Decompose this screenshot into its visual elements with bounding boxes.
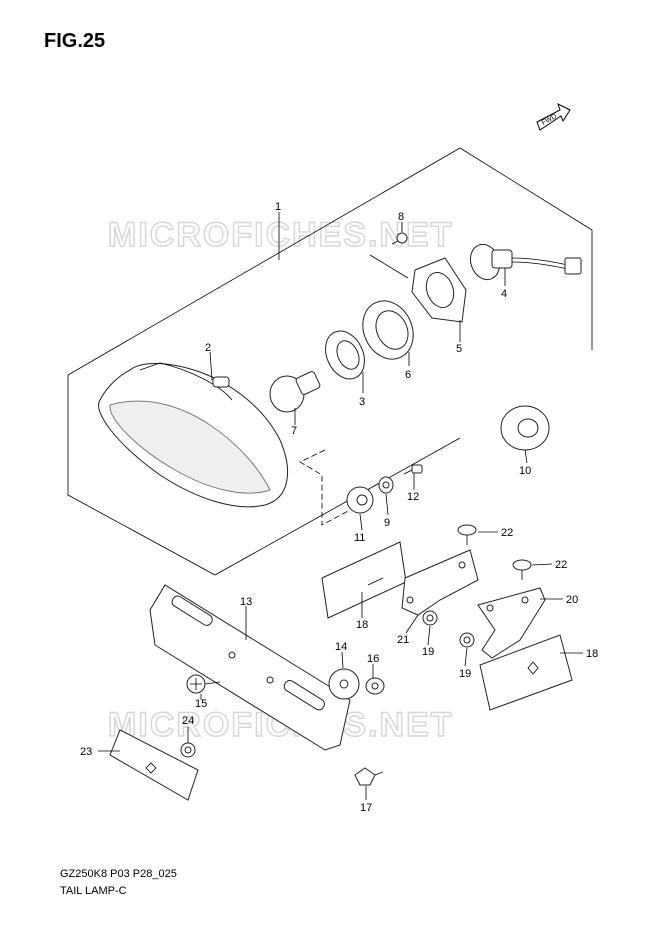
- tail-lamp-lens-icon: [98, 362, 289, 508]
- clip-icon: [354, 767, 384, 786]
- nut-19b-icon: [459, 632, 475, 648]
- grommet-14-icon: [328, 668, 360, 700]
- callout-20: 20: [566, 594, 578, 606]
- callout-7: 7: [291, 425, 297, 437]
- diagram-name: TAIL LAMP-C: [60, 885, 127, 897]
- diagram-code: GZ250K8 P03 P28_025: [60, 868, 177, 880]
- callout-21: 21: [397, 634, 409, 646]
- callout-18-right: 18: [586, 648, 598, 660]
- callout-labels: 1 2 3 4 5 6 7 8 9 10 11 12 13 14 15 16 1…: [80, 201, 598, 814]
- callout-22-top: 22: [501, 527, 513, 539]
- cushion-icon: [346, 486, 374, 514]
- socket-wire-icon: [469, 243, 582, 281]
- screw-15-icon: [186, 674, 221, 694]
- reflector-plate-icon: [321, 541, 407, 619]
- screw-22a-icon: [457, 524, 477, 545]
- callout-15: 15: [195, 698, 207, 710]
- callout-3: 3: [359, 396, 365, 408]
- callout-24: 24: [182, 715, 194, 727]
- ring-nut-icon: [362, 300, 414, 360]
- washer-icon: [378, 476, 394, 494]
- socket-ring-icon: [325, 330, 365, 380]
- callout-9: 9: [384, 517, 390, 529]
- nut-19a-icon: [422, 610, 438, 626]
- reflector-left-icon: [109, 729, 199, 801]
- callout-11: 11: [354, 532, 365, 544]
- tail-lamp-assembly-box: [67, 147, 593, 576]
- callout-6: 6: [405, 369, 411, 381]
- callout-8: 8: [398, 211, 404, 223]
- bracket-right-icon: [477, 587, 546, 659]
- callout-17: 17: [360, 802, 372, 814]
- screw-icon: [391, 232, 408, 245]
- bolt-icon: [403, 464, 423, 475]
- plate-bracket-icon: [149, 584, 351, 751]
- gasket-plate-icon: [411, 257, 467, 323]
- figure-title: FIG.25: [44, 30, 106, 52]
- callout-23: 23: [80, 746, 92, 758]
- callout-1: 1: [275, 201, 281, 213]
- callout-14: 14: [335, 641, 347, 653]
- grommet-icon: [500, 405, 550, 451]
- bracket-left-icon: [401, 549, 479, 616]
- callout-10: 10: [519, 465, 531, 477]
- callout-12: 12: [407, 491, 419, 503]
- callout-19-left: 19: [422, 646, 434, 658]
- fwd-label: FWD: [541, 113, 558, 127]
- screw-22b-icon: [512, 559, 532, 580]
- watermark-top: MICROFICHES.NET: [108, 216, 453, 254]
- bulb-icon: [269, 371, 321, 413]
- callout-18-top: 18: [356, 619, 368, 631]
- nut-24-icon: [180, 742, 196, 758]
- collar-icon: [365, 677, 385, 695]
- callout-19-right: 19: [459, 668, 471, 680]
- callout-22-bottom: 22: [555, 559, 567, 571]
- callout-16: 16: [367, 653, 379, 665]
- reflector-right-icon: [479, 634, 573, 711]
- callout-13: 13: [240, 596, 252, 608]
- callout-2: 2: [205, 342, 211, 354]
- leader-lines: [98, 212, 583, 800]
- callout-4: 4: [501, 288, 507, 300]
- fwd-arrow-icon: FWD: [536, 103, 571, 131]
- callout-5: 5: [456, 343, 462, 355]
